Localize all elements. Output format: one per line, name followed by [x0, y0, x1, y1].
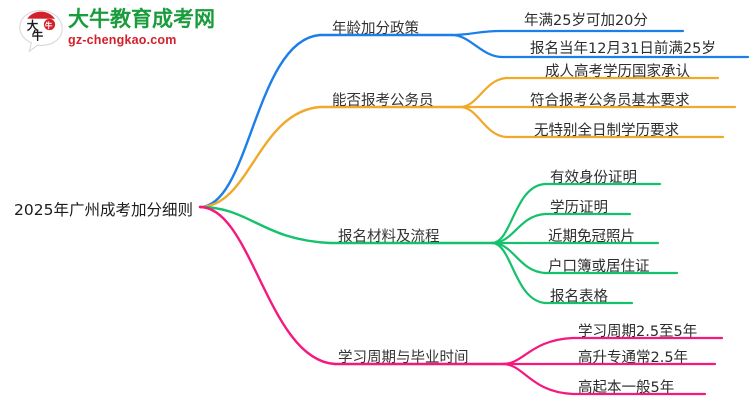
connector-branch-0-leaf-0	[450, 29, 502, 37]
connector-root-to-branch-3	[198, 205, 337, 366]
svg-text:牛: 牛	[32, 29, 44, 43]
logo-brand-name: 大牛教育成考网	[68, 7, 215, 31]
connector-branch-3-leaf-2	[501, 362, 575, 396]
site-logo[interactable]: 牛 大 牛 大牛教育成考网 gz-chengkao.com	[18, 6, 248, 56]
mindmap-leaf-2-2[interactable]: 近期免冠照片	[548, 229, 635, 245]
connector-branch-3-leaf-0	[501, 336, 575, 366]
mindmap-leaf-2-0[interactable]: 有效身份证明	[550, 170, 637, 186]
connector-branch-1-leaf-0	[458, 76, 508, 109]
mindmap-leaf-2-1[interactable]: 学历证明	[550, 200, 608, 216]
connector-root-to-branch-2	[198, 205, 332, 245]
mindmap-leaf-3-2[interactable]: 高起本一般5年	[578, 380, 675, 396]
mindmap-leaf-1-0[interactable]: 成人高考学历国家承认	[545, 64, 690, 80]
connector-branch-0-leaf-1	[450, 33, 504, 59]
mindmap-leaf-1-2[interactable]: 无特别全日制学历要求	[534, 123, 679, 139]
mindmap-leaf-3-1[interactable]: 高升专通常2.5年	[578, 350, 689, 366]
connector-root-to-branch-1	[198, 105, 322, 209]
mindmap-leaf-2-4[interactable]: 报名表格	[550, 289, 608, 305]
logo-wordmark: 大牛教育成考网 gz-chengkao.com	[68, 7, 248, 55]
svg-text:牛: 牛	[45, 20, 53, 30]
mindmap-leaf-2-3[interactable]: 户口簿或居住证	[548, 259, 650, 275]
mindmap-leaf-3-0[interactable]: 学习周期2.5至5年	[578, 324, 698, 340]
connector-branch-2-leaf-4	[490, 241, 547, 305]
connector-branch-2-leaf-0	[490, 182, 547, 245]
mindmap-leaf-0-1[interactable]: 报名当年12月31日前满25岁	[530, 41, 716, 57]
logo-site-url: gz-chengkao.com	[68, 33, 177, 47]
mindmap-branch-civil-service[interactable]: 能否报考公务员	[332, 93, 434, 109]
connector-root-to-branch-0	[198, 33, 322, 209]
svg-text:大: 大	[27, 19, 39, 33]
mindmap-branch-duration-graduation[interactable]: 学习周期与毕业时间	[338, 350, 469, 366]
mindmap-leaf-1-1[interactable]: 符合报考公务员基本要求	[530, 93, 690, 109]
connector-branch-1-leaf-2	[458, 105, 508, 139]
logo-mark-icon: 牛 大 牛	[19, 9, 63, 53]
mindmap-branch-age-policy[interactable]: 年龄加分政策	[332, 21, 419, 37]
mindmap-branch-materials-process[interactable]: 报名材料及流程	[338, 229, 440, 245]
mindmap-leaf-0-0[interactable]: 年满25岁可加20分	[524, 13, 648, 29]
mindmap-root-node[interactable]: 2025年广州成考加分细则	[14, 201, 193, 219]
